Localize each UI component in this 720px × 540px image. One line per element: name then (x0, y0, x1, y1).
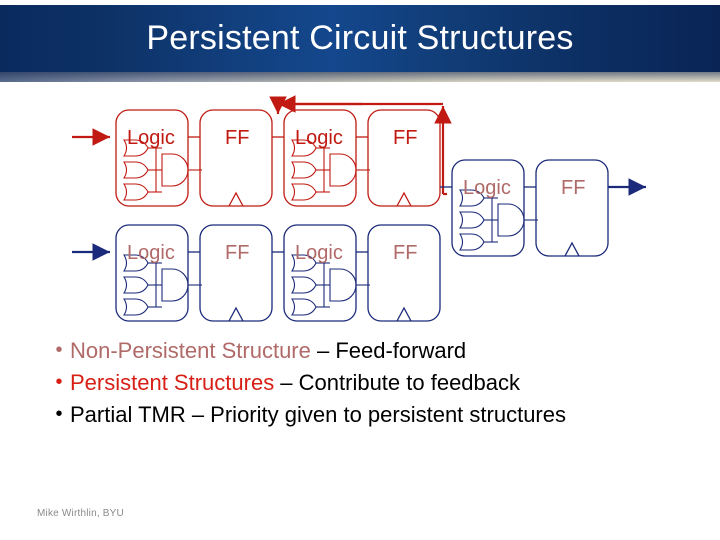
diagram-row-output-labels: Logic FF (463, 177, 585, 199)
bullet-rest: Partial TMR – Priority given to persiste… (70, 401, 566, 427)
bullet-marker-icon: • (55, 370, 63, 393)
block-label-logic: Logic (295, 127, 343, 149)
block-label-ff: FF (561, 177, 585, 199)
diagram-row-persistent-labels: Logic FF Logic FF (127, 127, 417, 149)
circuit-diagram: Logic FF Logic FF Logic FF Logic FF Logi… (0, 82, 720, 332)
block-label-ff: FF (225, 127, 249, 149)
bullet-list: • Non-Persistent Structure – Feed-forwar… (48, 336, 688, 431)
block-label-logic: Logic (463, 177, 511, 199)
footer-attribution: Mike Wirthlin, BYU (37, 508, 124, 519)
diagram-row-output (440, 159, 646, 257)
bullet-rest: – Feed-forward (310, 338, 467, 363)
bullet-highlight: Non-Persistent Structure (70, 338, 311, 363)
block-label-ff: FF (393, 242, 417, 264)
diagram-row-persistent (72, 95, 452, 207)
block-label-logic: Logic (127, 242, 175, 264)
diagram-row-nonpersistent (72, 224, 441, 322)
list-item: • Non-Persistent Structure – Feed-forwar… (48, 336, 688, 367)
bullet-marker-icon: • (55, 402, 63, 425)
block-label-logic: Logic (127, 127, 175, 149)
block-label-ff: FF (393, 127, 417, 149)
bullet-marker-icon: • (55, 339, 63, 361)
block-label-ff: FF (225, 242, 249, 264)
title-divider-shadow (0, 72, 720, 82)
bullet-text: Partial TMR – Priority given to persiste… (70, 400, 688, 431)
list-item: • Partial TMR – Priority given to persis… (48, 400, 688, 431)
bullet-highlight: Persistent Structures (70, 369, 275, 395)
list-item: • Persistent Structures – Contribute to … (48, 368, 688, 399)
page-title: Persistent Circuit Structures (146, 19, 574, 57)
bullet-text: Non-Persistent Structure – Feed-forward (70, 336, 688, 367)
title-banner (0, 5, 720, 72)
bullet-rest: – Contribute to feedback (274, 369, 521, 395)
diagram-row-nonpersistent-labels: Logic FF Logic FF (127, 242, 417, 264)
block-label-logic: Logic (295, 242, 343, 264)
bullet-text: Persistent Structures – Contribute to fe… (70, 368, 688, 399)
